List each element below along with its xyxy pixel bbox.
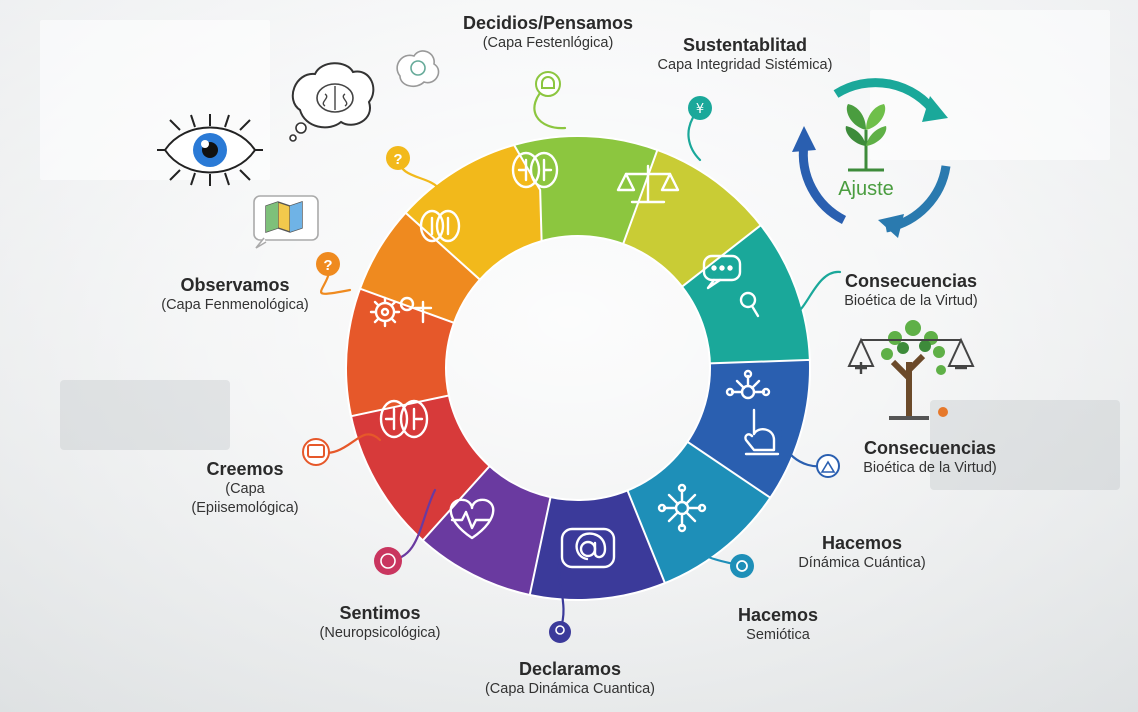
magnifier-icon [739,291,760,318]
label-hacemos-1: Hacemos Dínámica Cuántica) [782,532,942,573]
hand-pointer-icon [744,408,780,456]
scales-icon [616,164,680,204]
label-title: Hacemos [821,533,903,553]
background-desk [930,400,1120,490]
label-subtitle: (Neuropsicológica) [319,625,441,641]
label-consecuencias-1: Consecuencias Bioética de la Virtud) [826,270,996,311]
gears-icon [369,296,433,328]
label-subtitle: (Capa [225,481,265,497]
recycle-arrows-icon [792,78,951,238]
badge-icon [816,454,840,478]
svg-text:¥: ¥ [696,102,704,117]
label-subtitle: (Capa Fenmenológica) [161,297,309,313]
svg-text:?: ? [323,257,332,274]
tree-scales-icon [847,320,975,420]
cycle-center-text: Ajuste [838,178,894,200]
label-subtitle: (Capa Festenlógica) [482,35,614,51]
ring-segment [404,143,543,282]
thought-bubble-icon [396,50,440,88]
plant-icon [845,104,887,172]
badge-icon [549,621,571,643]
label-subtitle: (Epiisemológica) [191,500,299,516]
label-subtitle: Bioética de la Virtud) [844,293,978,309]
chat-icon [702,254,742,290]
question-icon [386,146,410,170]
label-title: Sustentablitad [682,35,807,55]
ring-segments [345,135,811,601]
label-declaramos: Declaramos (Capa Dinámica Cuantica) [470,658,670,699]
label-title: Consecuencias [863,438,997,458]
heart-pulse-icon [449,498,495,540]
at-icon [560,527,616,569]
network-icon [725,369,771,400]
background-window [870,10,1110,160]
label-subtitle: Dínámica Cuántica) [798,555,926,571]
label-sentimos: Sentimos (Neuropsicológica) [300,602,460,643]
eye-icon [157,114,263,186]
label-sustentabilidad: Sustentablitad Capa Integridad Sistémica… [640,34,850,75]
badge-icons: ¥ ? ? [302,71,840,643]
label-decidimos: Decidios/Pensamos (Capa Festenlógica) [448,12,648,53]
label-subtitle: Bioética de la Virtud) [863,460,997,476]
label-title: Hacemos [737,605,819,625]
label-observamos: Observamos (Capa Fenmenológica) [150,274,320,315]
label-subtitle: Capa Integridad Sistémica) [657,57,833,73]
svg-text:?: ? [393,151,402,168]
map-icon [253,195,319,249]
label-title: Creemos [206,459,284,479]
question-icon [316,252,340,276]
network-icon [657,483,707,533]
label-subtitle: Semiótica [746,627,810,643]
label-title: Declaramos [518,659,622,679]
badge-icon [730,554,754,578]
brain-icon [511,151,559,189]
thought-bubble-icon [289,62,375,142]
label-consecuencias-2: Consecuencias Bioética de la Virtud) [840,437,1020,478]
label-title: Observamos [180,275,290,295]
background-desk [60,380,230,450]
brain-icon [379,399,429,439]
badge-icon [374,547,402,575]
badge-icon [535,71,561,97]
label-title: Decidios/Pensamos [462,13,634,33]
badge-icon [688,96,712,120]
label-title: Sentimos [339,603,421,623]
label-title: Consecuencias [844,271,978,291]
label-hacemos-2: Hacemos Semiótica [728,604,828,645]
label-subtitle: (Capa Dinámica Cuantica) [484,681,656,697]
brain-icon [419,209,461,243]
label-creemos: Creemos (Capa (Epiisemológica) [178,458,312,518]
